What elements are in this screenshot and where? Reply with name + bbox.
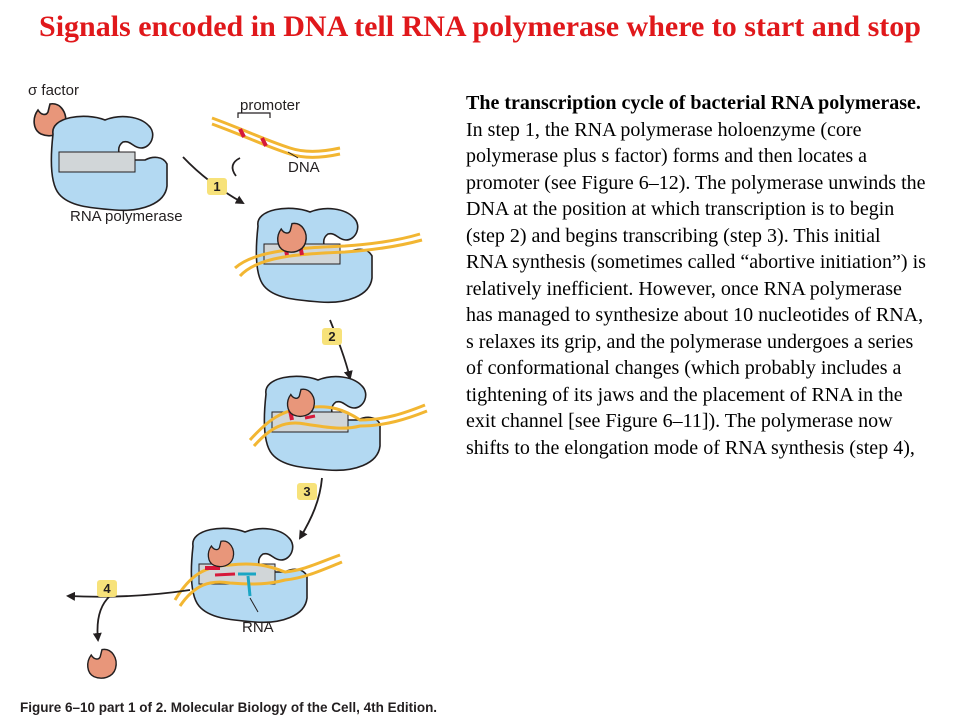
dna-join-arrow bbox=[231, 157, 241, 177]
caption-panel: The transcription cycle of bacterial RNA… bbox=[466, 90, 926, 461]
promoter-bracket bbox=[237, 112, 271, 118]
step-2-badge: 2 bbox=[322, 328, 342, 345]
step-2-arrow bbox=[329, 319, 353, 380]
dna-label-leader bbox=[287, 151, 299, 159]
dna-label: DNA bbox=[288, 159, 320, 176]
svg-text:3: 3 bbox=[303, 484, 310, 499]
sigma-factor-released bbox=[87, 648, 117, 679]
slide-title: Signals encoded in DNA tell RNA polymera… bbox=[39, 10, 921, 43]
step-4-arrow bbox=[66, 589, 191, 601]
dna-strand-free bbox=[211, 116, 341, 159]
step-4-badge: 4 bbox=[97, 580, 117, 597]
open-complex bbox=[248, 375, 428, 472]
figure-credit: Figure 6–10 part 1 of 2. Molecular Biolo… bbox=[20, 700, 438, 715]
caption-body: In step 1, the RNA polymerase holoenzyme… bbox=[466, 118, 926, 459]
promoter-label: promoter bbox=[240, 97, 300, 114]
initial-transcription-complex bbox=[173, 527, 343, 624]
caption-heading: The transcription cycle of bacterial RNA… bbox=[466, 92, 921, 114]
sigma-release-arrow bbox=[92, 595, 111, 642]
holoenzyme-at-promoter bbox=[233, 207, 423, 304]
rna-label: RNA bbox=[242, 619, 274, 636]
rna-label-leader bbox=[249, 597, 259, 613]
transcription-cycle-diagram: σ factor RNA polymerase promoter DNA 1 2 bbox=[28, 82, 428, 679]
svg-text:2: 2 bbox=[328, 329, 335, 344]
core-polymerase bbox=[50, 115, 168, 212]
step-1-badge: 1 bbox=[207, 178, 227, 195]
step-3-arrow bbox=[298, 477, 323, 540]
sigma-factor-label: σ factor bbox=[28, 82, 79, 99]
rna-polymerase-label: RNA polymerase bbox=[70, 208, 183, 225]
step-3-badge: 3 bbox=[297, 483, 317, 500]
svg-text:4: 4 bbox=[103, 581, 111, 596]
svg-text:1: 1 bbox=[213, 179, 220, 194]
